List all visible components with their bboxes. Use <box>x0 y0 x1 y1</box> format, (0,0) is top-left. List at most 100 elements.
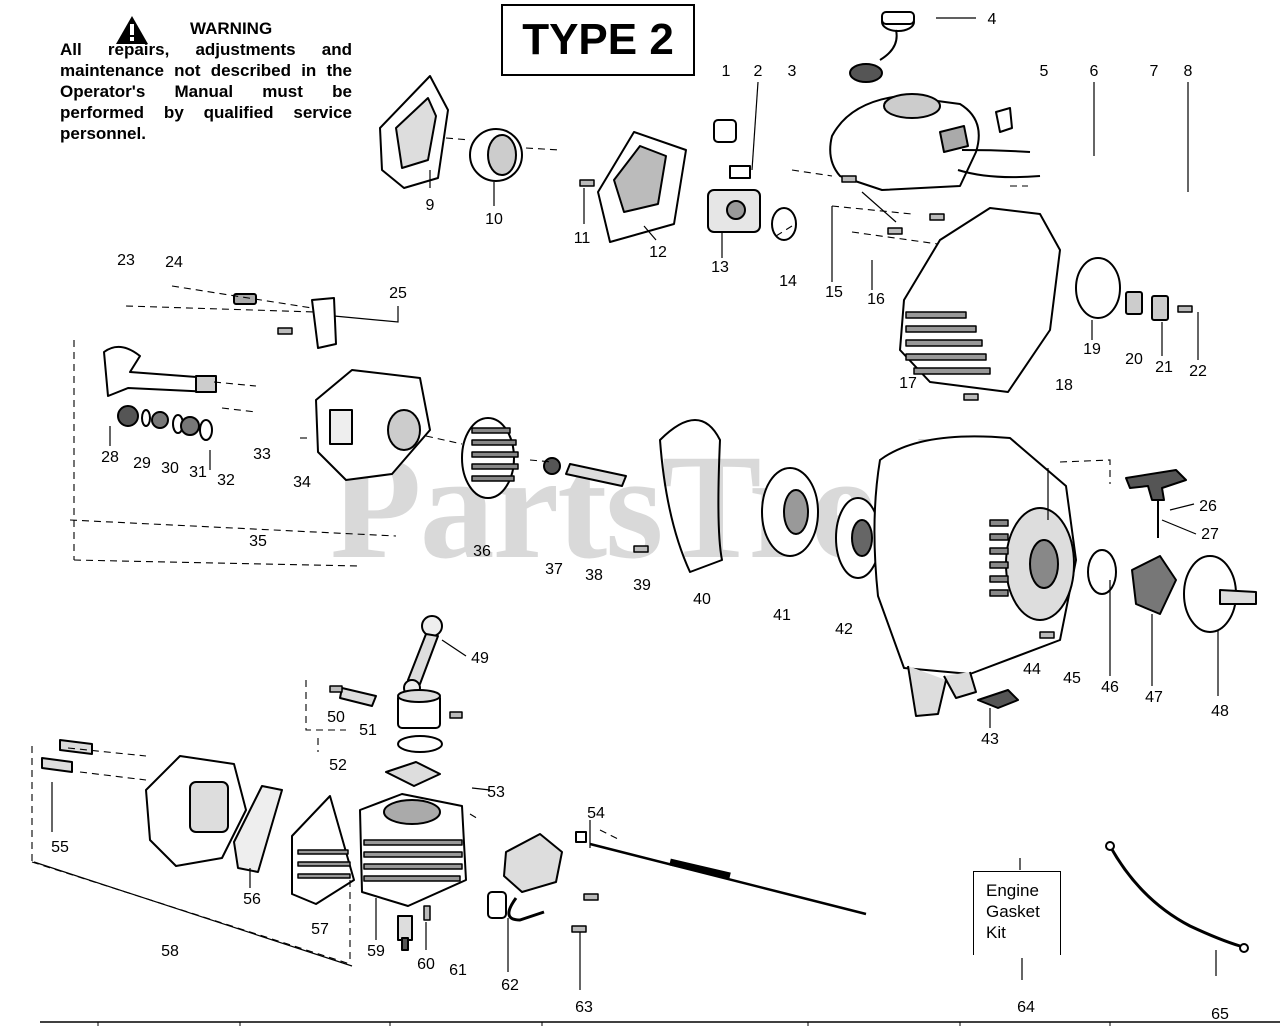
carburetor-drawing <box>707 119 761 233</box>
pad-drawing <box>1125 291 1143 315</box>
cable-end-drawing <box>1105 841 1115 851</box>
cylinder-drawing <box>359 793 467 907</box>
screw-drawing <box>449 711 463 719</box>
part-number-label: 30 <box>161 460 179 477</box>
part-number-label: 40 <box>693 591 711 608</box>
screw-drawing <box>633 545 649 553</box>
part-number-label: 63 <box>575 999 593 1016</box>
solid-bracket-lines <box>33 191 1021 967</box>
part-number-label: 11 <box>574 230 591 247</box>
shaft-drawing <box>103 345 217 397</box>
fuel-line-drawing <box>957 169 1041 179</box>
fuel-cap-drawing <box>849 11 915 83</box>
flywheel-drawing <box>461 417 519 499</box>
warning-text: All repairs, adjustments and maintenance… <box>60 40 352 143</box>
part-number-label: 12 <box>649 244 667 261</box>
crankcase-drawing <box>315 369 431 481</box>
throttle-cable-drawing <box>575 831 867 916</box>
part-number-label: 25 <box>389 285 407 302</box>
bearing-drawing <box>151 411 169 429</box>
part-number-label: 24 <box>165 254 183 271</box>
bolt-drawing <box>59 739 93 755</box>
part-number-label: 27 <box>1201 526 1219 543</box>
part-number-label: 56 <box>243 891 261 908</box>
muffler-gasket-drawing <box>233 785 283 873</box>
spark-plug-drawing <box>397 915 413 951</box>
part-number-label: 32 <box>217 472 235 489</box>
part-number-label: 26 <box>1199 498 1217 515</box>
part-number-label: 59 <box>367 943 385 960</box>
screw-drawing <box>929 213 945 221</box>
part-number-label: 13 <box>711 259 729 276</box>
part-number-label: 37 <box>545 561 563 578</box>
part-number-label: 51 <box>359 722 377 739</box>
part-number-label: 45 <box>1063 670 1081 687</box>
part-number-label: 52 <box>329 757 347 774</box>
part-number-label: 31 <box>189 464 207 481</box>
starter-cover-drawing <box>835 497 881 579</box>
engine-gasket-kit-box: Engine Gasket Kit <box>973 871 1061 955</box>
kit-label-line: Kit <box>986 923 1006 942</box>
part-number-label: 43 <box>981 731 999 748</box>
piston-drawing <box>397 689 441 729</box>
part-number-label: 44 <box>1023 661 1041 678</box>
part-number-label: 16 <box>867 291 885 308</box>
part-number-label: 28 <box>101 449 119 466</box>
bracket-drawing <box>311 297 337 349</box>
part-number-label: 20 <box>1125 351 1143 368</box>
cylinder-gasket-drawing <box>385 761 441 787</box>
screw-drawing <box>579 179 595 187</box>
part-number-label: 47 <box>1145 689 1163 706</box>
part-number-label: 58 <box>161 943 179 960</box>
part-number-label: 61 <box>449 962 467 979</box>
snap-ring-drawing <box>199 419 213 441</box>
piston-pin-drawing <box>339 687 377 707</box>
connecting-rod-drawing <box>403 615 443 697</box>
bolt-drawing <box>41 757 73 773</box>
part-number-label: 22 <box>1189 363 1207 380</box>
bearing-drawing <box>180 416 200 436</box>
kit-label-line: Engine <box>986 881 1039 900</box>
part-number-label: 38 <box>585 567 603 584</box>
part-number-label: 62 <box>501 977 519 994</box>
seal-drawing <box>117 405 139 427</box>
kit-label-line: Gasket <box>986 902 1040 921</box>
part-number-label: 5 <box>1040 63 1049 80</box>
part-number-label: 55 <box>51 839 69 856</box>
main-housing-drawing <box>873 435 1077 717</box>
part-number-label: 6 <box>1090 63 1099 80</box>
piston-ring-drawing <box>397 735 443 753</box>
shroud-drawing <box>659 419 723 573</box>
part-number-label: 9 <box>426 197 435 214</box>
screw-drawing <box>423 905 431 921</box>
bottom-border-ticks <box>97 1022 1111 1026</box>
part-number-label: 17 <box>899 375 917 392</box>
part-number-label: 35 <box>249 533 267 550</box>
screw-drawing <box>277 327 293 335</box>
part-number-label: 10 <box>485 211 503 228</box>
screw-drawing <box>887 227 903 235</box>
screw-drawing <box>571 925 587 933</box>
washer-drawing <box>141 409 151 427</box>
bracket-plate-detail <box>613 145 667 213</box>
warning-triangle-icon <box>116 16 148 44</box>
cover-plate-window <box>395 97 437 169</box>
screw-drawing <box>583 893 599 901</box>
clip-drawing <box>233 293 257 305</box>
part-number-label: 19 <box>1083 341 1101 358</box>
part-number-label: 46 <box>1101 679 1119 696</box>
cable-drawing <box>1108 845 1241 948</box>
screw-drawing <box>1177 305 1193 313</box>
fuel-line-drawing <box>961 149 1031 153</box>
part-number-label: 34 <box>293 474 311 491</box>
clutch-drum-drawing <box>1183 555 1257 633</box>
part-number-label: 65 <box>1211 1006 1229 1023</box>
part-drawings <box>41 11 1257 953</box>
ignition-module-drawing <box>487 833 563 922</box>
part-number-label: 50 <box>327 709 345 726</box>
warning-block: WARNING All repairs, adjustments and mai… <box>60 16 352 144</box>
starter-handle-drawing <box>1125 469 1187 501</box>
screw-drawing <box>1039 631 1055 639</box>
part-number-label: 57 <box>311 921 329 938</box>
